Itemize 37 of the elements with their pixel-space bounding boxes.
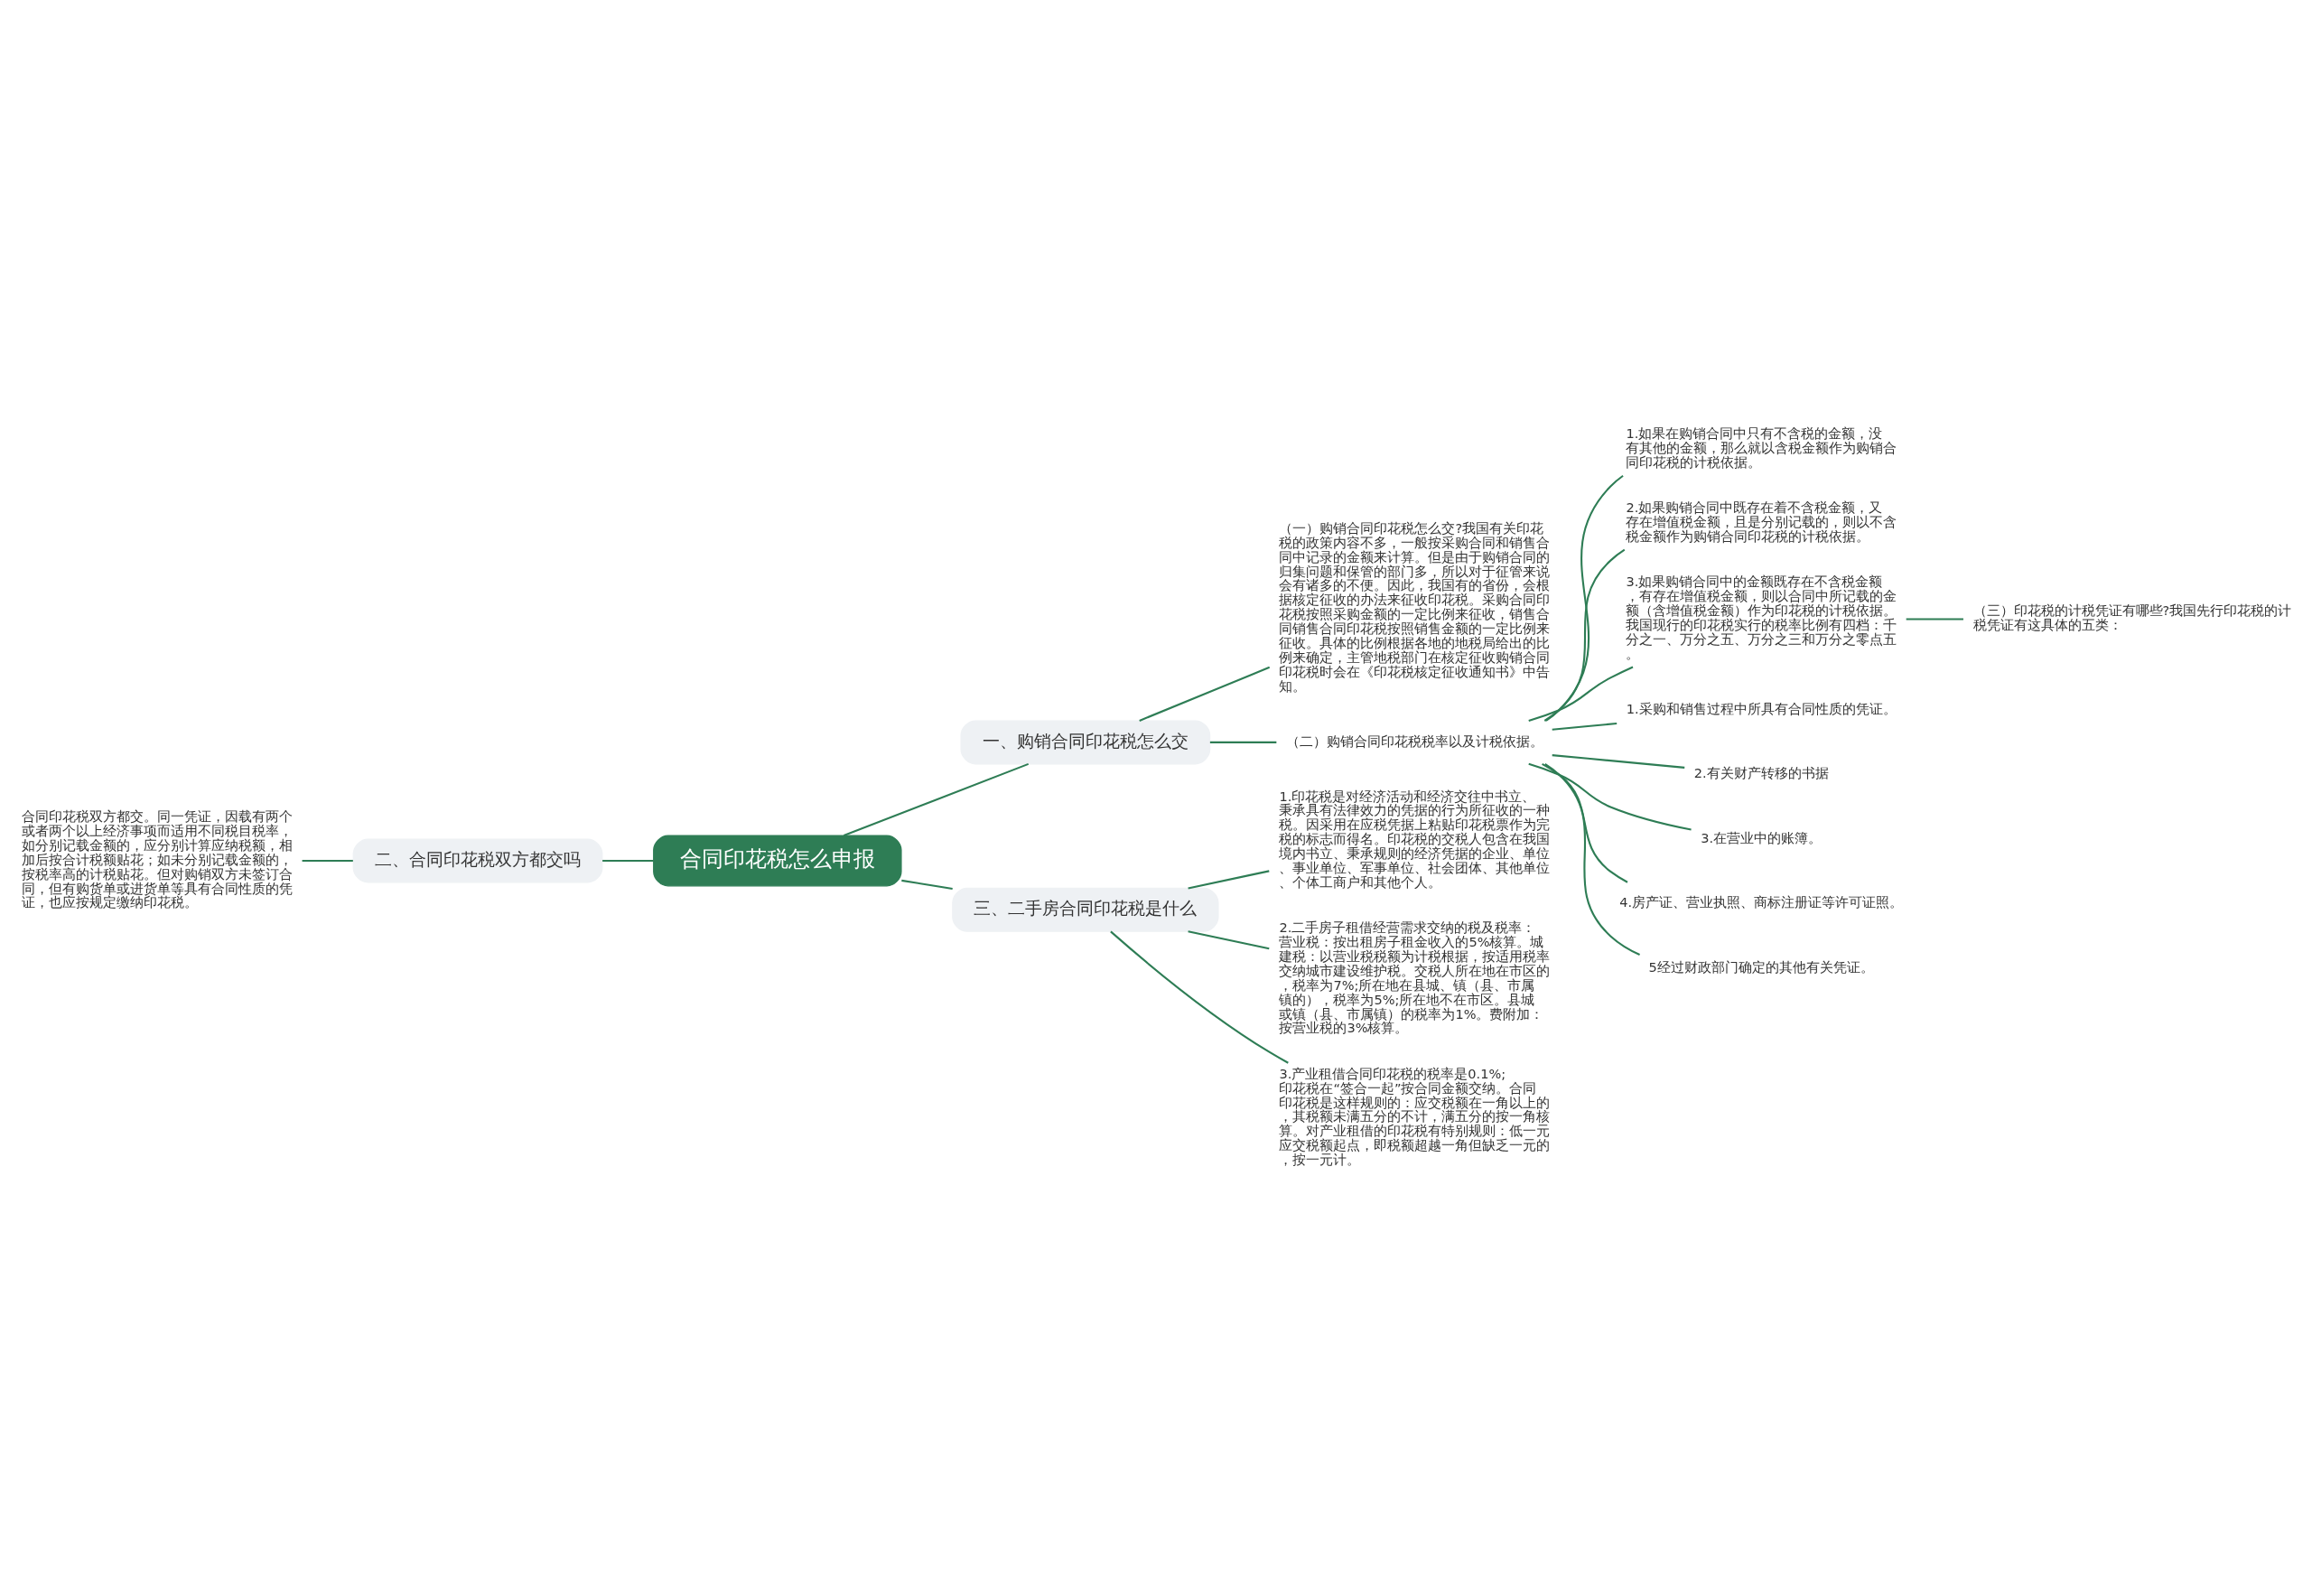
connector bbox=[1209, 741, 1277, 743]
node-box: 合同印花税怎么申报 bbox=[653, 835, 902, 887]
node-text: 2.二手房子租借经营需求交纳的税及税率：营业税：按出租房子租金收入的5%核算。城建税：以营业税税额为计税根据，按适用税率交纳城市建设维护税。交税人所在地在市区的，税率为7%;所在地在县城、镇（县、市属镇的），税率为5%;所在地不在市区。县城或镇（县、市属镇）的税率为1%。费附加：按营业税的3%核算。 bbox=[1279, 919, 1551, 1036]
connector bbox=[1542, 762, 1628, 883]
node-text: 3.在营业中的账簿。 bbox=[1701, 829, 1823, 845]
connector bbox=[1906, 618, 1963, 621]
node-box: 二、合同印花税双方都交吗 bbox=[352, 838, 603, 883]
connector bbox=[843, 762, 1030, 837]
connector bbox=[1110, 930, 1289, 1064]
connector bbox=[1552, 722, 1617, 731]
node-text: 5经过财政部门确定的其他有关凭证。 bbox=[1648, 958, 1874, 975]
connector bbox=[901, 879, 953, 890]
connector bbox=[302, 859, 353, 863]
connector bbox=[602, 859, 654, 863]
connector bbox=[1188, 930, 1270, 950]
connector bbox=[1543, 548, 1626, 722]
node-text: 4.房产证、营业执照、商标注册证等许可证照。 bbox=[1619, 894, 1904, 910]
connector bbox=[1528, 762, 1692, 831]
node-text: 合同印花税双方都交。同一凭证，因载有两个或者两个以上经济事项而适用不同税目税率，如分别记载金额的，应分别计算应纳税额，相加后按合计税额贴花；如未分别记载金额的，按税率高的计税贴花。但对购销双方未签订合同，但有购货单或进货单等具有合同性质的凭证，也应按规定缴纳印花税。 bbox=[22, 808, 294, 910]
node-text: （三）印花税的计税凭证有哪些?我国先行印花税的计税凭证有这具体的五类： bbox=[1972, 602, 2292, 633]
node-text: 1.采购和销售过程中所具有合同性质的凭证。 bbox=[1626, 700, 1897, 716]
node-text: （二）购销合同印花税税率以及计税依据。 bbox=[1285, 733, 1543, 749]
node-text: 1.如果在购销合同中只有不含税的金额，没有其他的金额，那么就以含税金额作为购销合同印花税的计税依据。 bbox=[1626, 425, 1897, 471]
node-text: 3.产业租借合同印花税的税率是0.1%;印花税在“签合一起”按合同金额交纳。合同印花税是这样规则的：应交税额在一角以上的，其税额未满五分的不计，满五分的按一角核算。对产业租借的印花税有特别规则：低一元应交税额起点，即税额超越一角但缺乏一元的，按一元计。 bbox=[1279, 1065, 1551, 1168]
node-box: 一、购销合同印花税怎么交 bbox=[960, 720, 1211, 765]
connector bbox=[1139, 666, 1271, 722]
node-text: 1.印花税是对经济活动和经济交往中书立、秉承具有法律效力的凭据的行为所征收的一种税。因采用在应税凭据上粘贴印花税票作为完税的标志而得名。印花税的交税人包含在我国境内书立、秉承规则的经济凭据的企业、单位、事业单位、军事单位、社会团体、其他单位、个体工商户和其他个人。 bbox=[1279, 788, 1551, 890]
connector bbox=[1544, 763, 1640, 956]
node-text: 3.如果购销合同中的金额既存在不含税金额，有存在增值税金额，则以合同中所记载的金额（含增值税金额）作为印花税的计税依据。我国现行的印花税实行的税率比例有四档：千分之一、万分之五、万分之三和万分之零点五。 bbox=[1626, 574, 1897, 661]
connector bbox=[1552, 754, 1685, 769]
node-text: （一）购销合同印花税怎么交?我国有关印花税的政策内容不多，一般按采购合同和销售合同中记录的金额来计算。但是由于购销合同的归集问题和保管的部门多，所以对于征管来说会有诸多的不便。因此，我国有的省份，会根据核定征收的办法来征收印花税。采购合同印花税按照采购金额的一定比例来征收，销售合同销售合同印花税按照销售金额的一定比例来征收。具体的比例根据各地的地税局给出的比例来确定，主管地税部门在核定征收购销合同印花税时会在《印花税核定征收通知书》中告知。 bbox=[1279, 519, 1551, 694]
connector bbox=[1188, 870, 1270, 890]
node-text: 2.如果购销合同中既存在着不含税金额，又存在增值税金额，且是分别记载的，则以不含税金额作为购销合同印花税的计税依据。 bbox=[1626, 499, 1897, 545]
node-box: 三、二手房合同印花税是什么 bbox=[952, 887, 1219, 932]
connector bbox=[1528, 666, 1634, 722]
connector bbox=[1545, 474, 1624, 722]
node-text: 2.有关财产转移的书据 bbox=[1693, 765, 1829, 781]
